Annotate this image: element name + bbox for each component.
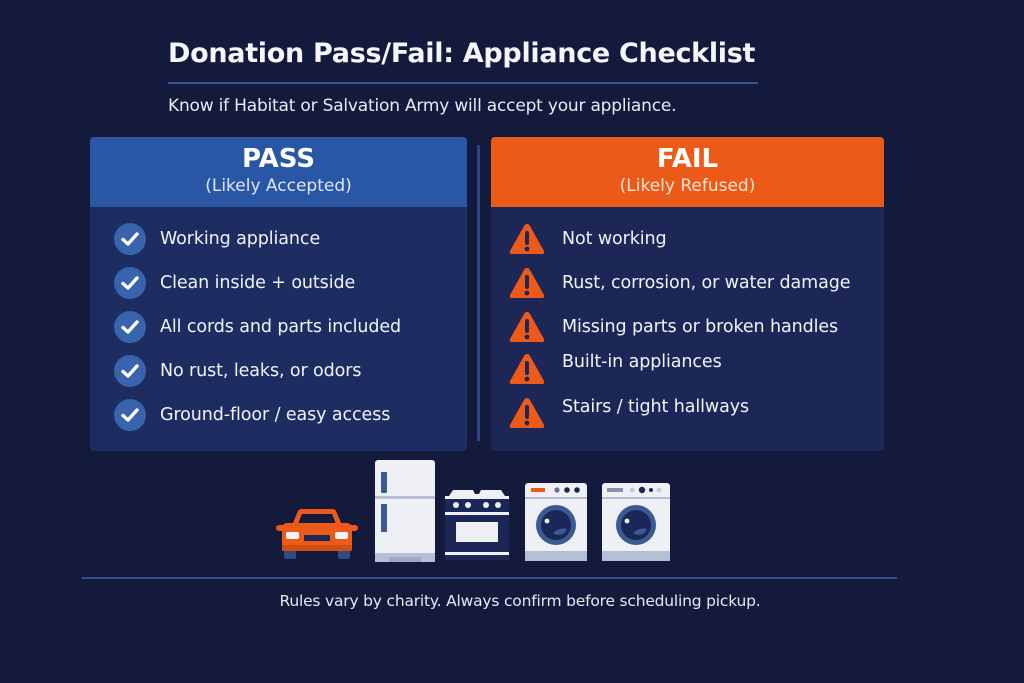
fail-subtitle: (Likely Refused) [619,176,756,196]
warning-triangle-icon [508,352,546,386]
pass-panel-header: PASS (Likely Accepted) [90,137,467,207]
footer-note: Rules vary by charity. Always confirm be… [279,592,761,610]
pass-item-label: All cords and parts included [160,317,402,337]
footer-divider [82,577,897,579]
fail-item: Not working [491,219,667,259]
check-circle-icon [114,311,146,343]
pass-item: No rust, leaks, or odors [90,351,361,391]
fail-title: FAIL [656,144,719,174]
fail-item: Stairs / tight hallways [491,393,749,433]
fail-item-label: Rust, corrosion, or water damage [562,273,851,293]
fail-item-label: Not working [562,229,667,249]
fail-item: Built-in appliances [491,349,722,389]
warning-triangle-icon [508,310,546,344]
warning-triangle-icon [508,266,546,300]
fail-item-label: Built-in appliances [562,352,722,372]
fail-item-label: Missing parts or broken handles [562,317,839,337]
dryer-icon [602,483,670,561]
fail-item-label: Stairs / tight hallways [562,397,749,417]
page-title: Donation Pass/Fail: Appliance Checklist [168,38,756,69]
check-circle-icon [114,399,146,431]
pass-item-label: Clean inside + outside [160,273,356,293]
fail-item: Rust, corrosion, or water damage [491,263,850,303]
pass-item: Ground-floor / easy access [90,395,390,435]
pass-subtitle: (Likely Accepted) [205,176,352,196]
pass-item-label: Working appliance [160,229,321,249]
page-subtitle: Know if Habitat or Salvation Army will a… [168,96,677,116]
fail-panel-header: FAIL (Likely Refused) [491,137,884,207]
fail-item: Missing parts or broken handles [491,307,838,347]
check-circle-icon [114,267,146,299]
pass-panel: PASS (Likely Accepted) Working appliance… [90,137,467,451]
pass-item-label: No rust, leaks, or odors [160,361,362,381]
pass-item: All cords and parts included [90,307,401,347]
stove-oven-icon [445,488,509,560]
washing-machine-icon [525,483,587,561]
check-circle-icon [114,355,146,387]
pass-item: Clean inside + outside [90,263,355,303]
refrigerator-icon [375,460,435,562]
pass-item: Working appliance [90,219,320,259]
column-divider [477,145,480,441]
warning-triangle-icon [508,222,546,256]
pass-title: PASS [241,144,316,174]
warning-triangle-icon [508,396,546,430]
fail-panel: FAIL (Likely Refused) Not working Rust, … [491,137,884,451]
car-icon [276,505,358,561]
pass-item-label: Ground-floor / easy access [160,405,391,425]
title-divider [168,82,758,84]
check-circle-icon [114,223,146,255]
